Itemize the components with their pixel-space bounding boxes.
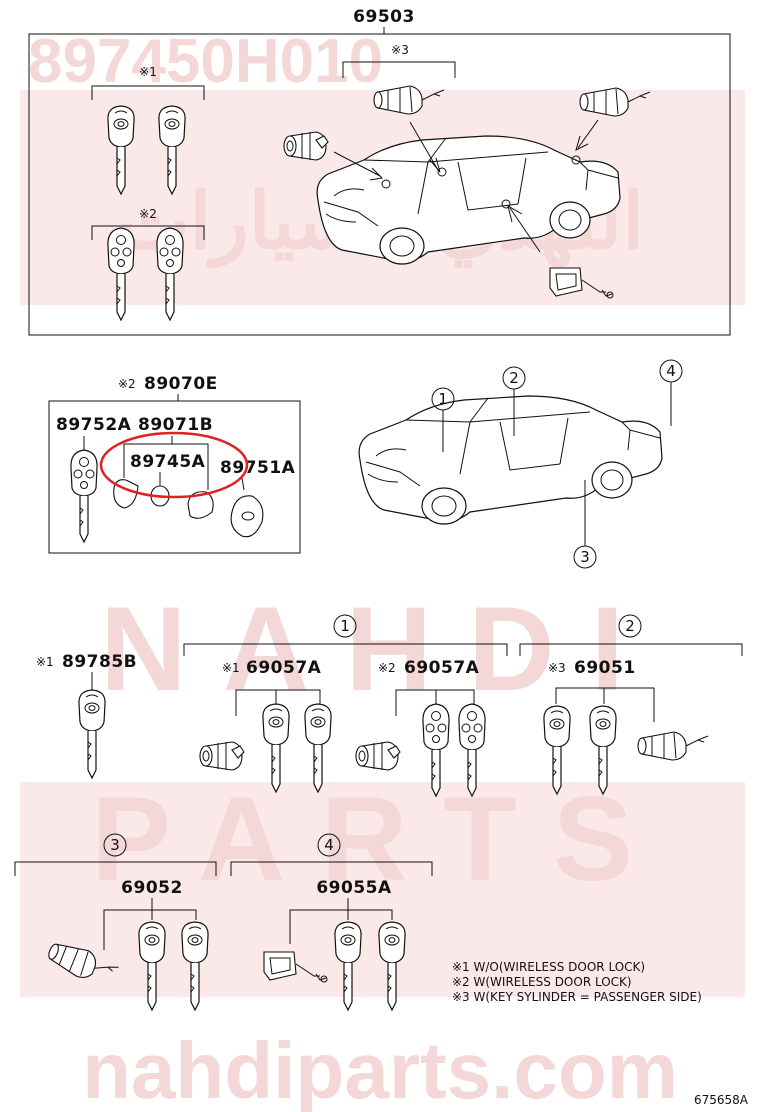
callout-label-2: 2 <box>509 369 519 387</box>
toyota-logo-icon <box>241 511 255 521</box>
label-89071B: 89071B <box>138 415 213 435</box>
part-number-69052: 69052 <box>121 878 183 898</box>
footnote-1: ※1 W/O(WIRELESS DOOR LOCK) <box>452 960 645 974</box>
pointer-arrow <box>507 204 541 253</box>
group-index-1: 1 <box>340 617 350 635</box>
part-number-69057A-2: 69057A <box>404 658 480 678</box>
callout-label-1: 1 <box>438 390 448 408</box>
bracket-note-2 <box>91 225 205 240</box>
group-circle-2 <box>618 614 642 638</box>
group-index-3: 3 <box>110 836 120 854</box>
set-bracket-3 <box>103 898 197 950</box>
door-cylinder-icon <box>637 731 709 761</box>
label-89745A: 89745A <box>130 452 206 472</box>
location-dot <box>501 199 511 209</box>
key-icon <box>78 689 106 779</box>
remote-key-icon <box>70 449 98 543</box>
location-dot <box>381 179 391 189</box>
watermark-word-2: PARTS <box>91 772 669 906</box>
car-illustration-callouts <box>358 395 663 525</box>
part-number-89070E: 89070E <box>144 374 218 394</box>
footnote-2: ※2 W(WIRELESS DOOR LOCK) <box>452 975 632 989</box>
watermark-site: nahdiparts.com <box>82 1026 678 1112</box>
transmitter-box <box>48 400 301 554</box>
case-cover-icon <box>230 495 264 538</box>
part-number-69503: 69503 <box>353 7 415 27</box>
set-bracket-4 <box>289 898 393 944</box>
pointer-arrow <box>333 151 384 181</box>
location-dot <box>437 167 447 177</box>
group-circle-4 <box>317 833 341 857</box>
pointer-arrow <box>575 119 599 151</box>
ignition-cylinder-icon <box>283 131 329 161</box>
ignition-cylinder-icon <box>355 741 401 771</box>
watermark-word-1: NAHDI <box>100 582 660 716</box>
group-circle-3 <box>103 833 127 857</box>
transmitter-prefix: ※2 <box>118 377 136 391</box>
set-bracket-2 <box>555 687 655 722</box>
set-prefix-1b: ※2 <box>378 661 396 675</box>
set-bracket-1b <box>395 689 475 716</box>
bracket-note-3 <box>342 61 456 78</box>
note-mark-2: ※2 <box>139 207 157 221</box>
ignition-cylinder-icon <box>199 741 245 771</box>
group-bracket-2 <box>519 643 743 656</box>
note-mark-1: ※1 <box>139 65 157 79</box>
callout-label-3: 3 <box>580 548 590 566</box>
part-number-69051: 69051 <box>574 658 636 678</box>
highlight-ellipse <box>99 431 249 499</box>
set-bracket-1a <box>235 689 321 716</box>
watermark-top-code: 897450H010 <box>28 27 383 96</box>
group-circle-1 <box>333 614 357 638</box>
group-bracket-1 <box>183 643 508 656</box>
pointer-arrow <box>409 121 441 173</box>
transmitter-leaders <box>83 436 245 491</box>
group-index-4: 4 <box>324 836 334 854</box>
single-key-prefix: ※1 <box>36 655 54 669</box>
case-part-icon <box>187 491 214 519</box>
group-bracket-3 <box>14 861 217 876</box>
location-dot <box>571 155 581 165</box>
figure-code: 675658A <box>694 1093 749 1107</box>
set-prefix-2: ※3 <box>548 661 566 675</box>
note-mark-3: ※3 <box>391 43 409 57</box>
callout-label-4: 4 <box>666 362 676 380</box>
group-index-2: 2 <box>625 617 635 635</box>
label-89751A: 89751A <box>220 458 296 478</box>
part-number-69055A: 69055A <box>316 878 392 898</box>
footnote-3: ※3 W(KEY SYLINDER = PASSENGER SIDE) <box>452 990 702 1004</box>
group-bracket-4 <box>230 861 433 876</box>
assembly-box <box>28 33 731 336</box>
watermark-band-bottom <box>20 782 745 997</box>
set-prefix-1a: ※1 <box>222 661 240 675</box>
part-number-69057A-1: 69057A <box>246 658 322 678</box>
bracket-note-1 <box>91 85 205 100</box>
label-89752A: 89752A <box>56 415 132 435</box>
part-number-89785B: 89785B <box>62 652 137 672</box>
